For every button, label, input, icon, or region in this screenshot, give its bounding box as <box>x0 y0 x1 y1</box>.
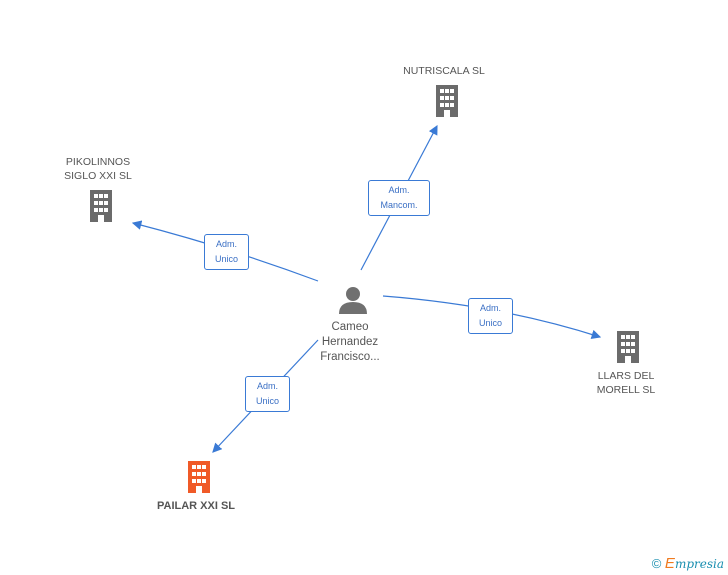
footer-brand: © Empresia <box>652 555 724 572</box>
person-icon[interactable] <box>337 285 369 320</box>
edge-badge-pailar[interactable]: Adm. Unico <box>245 376 290 412</box>
building-icon[interactable] <box>432 84 462 123</box>
building-icon[interactable] <box>86 189 116 228</box>
company-label-pikolinnos[interactable]: PIKOLINNOS SIGLO XXI SL <box>64 156 132 182</box>
edge-badge-pikolinnos[interactable]: Adm. Unico <box>204 234 249 270</box>
person-name[interactable]: Cameo Hernandez Francisco... <box>320 321 380 363</box>
brand-name: mpresia <box>674 557 724 571</box>
copyright-icon: © <box>651 556 662 571</box>
brand-initial: E <box>664 555 675 572</box>
company-label-pailar[interactable]: PAILAR XXI SL <box>156 500 236 512</box>
company-label-llars[interactable]: LLARS DEL MORELL SL <box>596 370 656 396</box>
building-icon[interactable] <box>613 330 643 369</box>
edge-badge-nutriscala[interactable]: Adm. Mancom. <box>368 180 430 216</box>
company-label-nutriscala[interactable]: NUTRISCALA SL <box>403 65 485 77</box>
building-icon-highlighted[interactable] <box>184 460 214 499</box>
edge-badge-llars[interactable]: Adm. Unico <box>468 298 513 334</box>
